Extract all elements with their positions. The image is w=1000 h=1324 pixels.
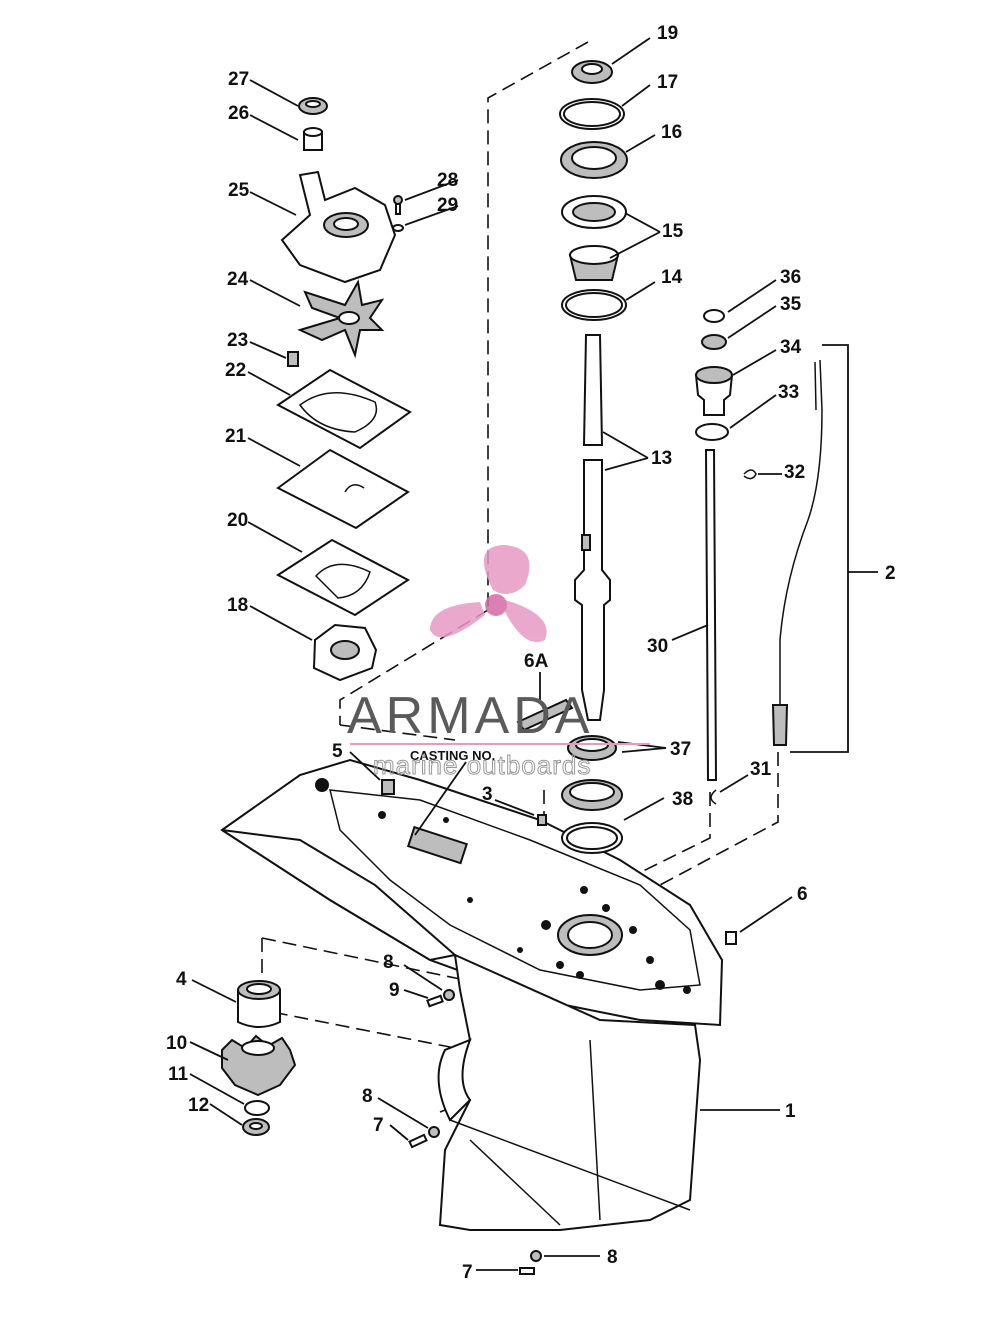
callout-2: 2 xyxy=(885,563,896,584)
callout-16: 16 xyxy=(661,122,682,143)
callout-12: 12 xyxy=(188,1095,209,1116)
callout-1: 1 xyxy=(785,1101,796,1122)
watermark-brand: ARMADA xyxy=(347,687,593,745)
callout-3: 3 xyxy=(482,784,493,805)
callout-37: 37 xyxy=(670,739,691,760)
callout-19: 19 xyxy=(657,23,678,44)
callout-7-bottom: 7 xyxy=(462,1262,473,1283)
callout-31: 31 xyxy=(750,759,772,780)
water-pump-stack xyxy=(276,97,412,682)
callout-15: 15 xyxy=(662,221,684,242)
callout-26: 26 xyxy=(228,103,249,124)
casting-number-label: CASTING NO. xyxy=(410,748,495,763)
callout-10: 10 xyxy=(166,1033,187,1054)
propeller-icon xyxy=(430,545,547,643)
callout-20: 20 xyxy=(227,510,248,531)
callout-5: 5 xyxy=(332,741,343,762)
callout-28: 28 xyxy=(437,170,458,191)
callout-23: 23 xyxy=(227,330,248,351)
callout-7-lower: 7 xyxy=(373,1115,384,1136)
callout-38: 38 xyxy=(672,789,693,810)
callout-numbers: 19 17 16 15 14 13 36 35 34 33 32 2 30 6A… xyxy=(166,23,896,1283)
callout-8-lower: 8 xyxy=(362,1086,373,1107)
watermark-tagline: marine outboards xyxy=(373,750,591,780)
callout-18: 18 xyxy=(227,595,248,616)
callout-4: 4 xyxy=(176,969,187,990)
callout-25: 25 xyxy=(228,180,250,201)
callout-21: 21 xyxy=(225,426,247,447)
leader-lines xyxy=(189,37,878,1271)
shift-shaft-group xyxy=(694,309,823,805)
callout-8-bottom: 8 xyxy=(607,1247,618,1268)
callout-36: 36 xyxy=(780,267,801,288)
callout-9: 9 xyxy=(389,980,400,1001)
callout-11: 11 xyxy=(168,1064,189,1085)
callout-32: 32 xyxy=(784,462,805,483)
callout-6a: 6A xyxy=(524,651,549,672)
callout-29: 29 xyxy=(437,195,458,216)
callout-30: 30 xyxy=(647,636,668,657)
callout-13: 13 xyxy=(651,448,672,469)
callout-6: 6 xyxy=(797,884,808,905)
pinion-group xyxy=(221,779,737,1275)
callout-33: 33 xyxy=(778,382,799,403)
callout-35: 35 xyxy=(780,294,802,315)
callout-17: 17 xyxy=(657,72,678,93)
gear-housing xyxy=(220,758,724,1231)
callout-14: 14 xyxy=(661,267,683,288)
impeller-icon xyxy=(297,279,385,359)
callout-22: 22 xyxy=(225,360,246,381)
callout-8-upper: 8 xyxy=(383,952,394,973)
armada-watermark: ARMADA marine outboards xyxy=(347,545,650,781)
drive-shaft-stack xyxy=(516,60,628,854)
callout-34: 34 xyxy=(780,337,802,358)
callout-24: 24 xyxy=(227,269,249,290)
callout-27: 27 xyxy=(228,69,249,90)
